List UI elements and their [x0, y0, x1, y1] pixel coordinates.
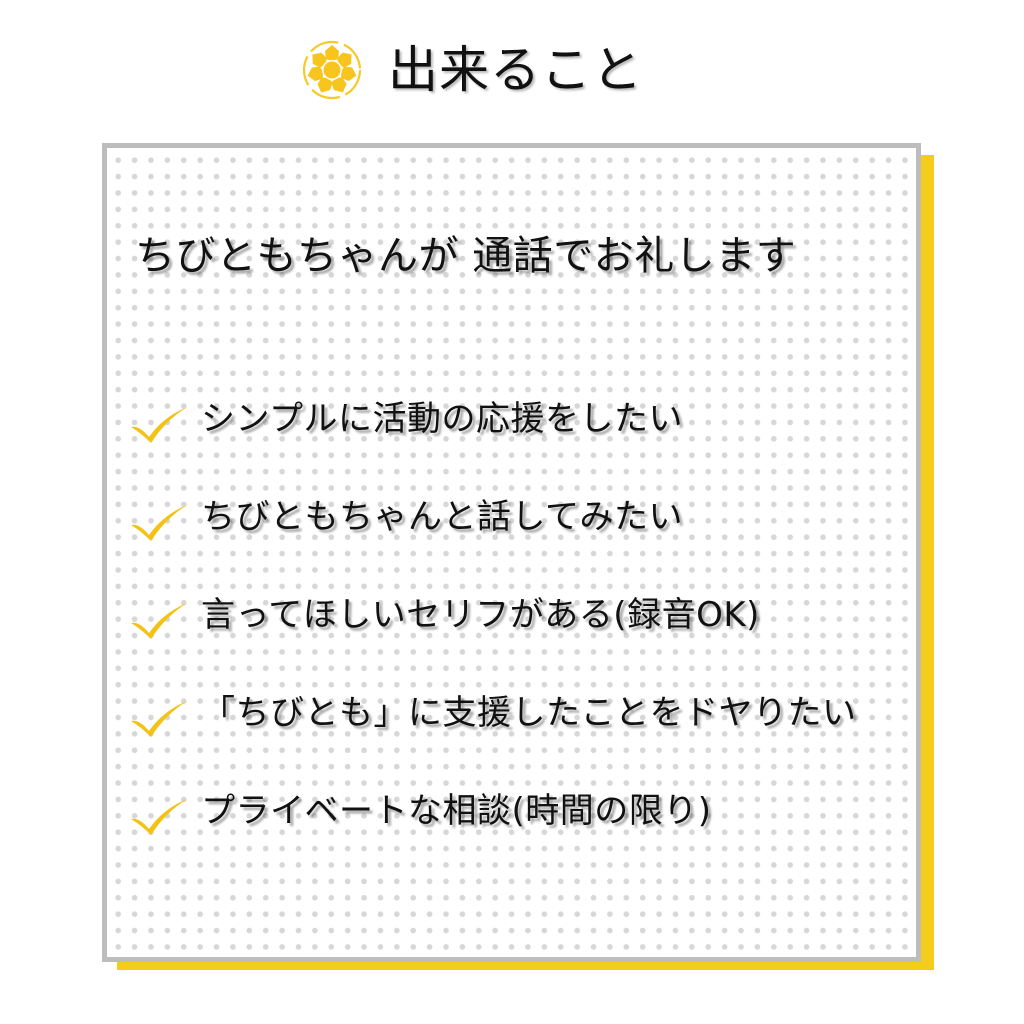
feature-list: シンプルに活動の応援をしたい ちびともちゃんと話してみたい 言ってほしいセリフが…: [129, 370, 909, 860]
list-item-label: ちびともちゃんと話してみたい: [201, 497, 683, 537]
list-item: シンプルに活動の応援をしたい: [129, 370, 909, 468]
check-icon: [131, 799, 187, 835]
list-item: 言ってほしいセリフがある(録音OK): [129, 566, 909, 664]
list-item: ちびともちゃんと話してみたい: [129, 468, 909, 566]
list-item-label: 言ってほしいセリフがある(録音OK): [201, 595, 760, 635]
check-icon: [131, 603, 187, 639]
check-icon: [131, 701, 187, 737]
list-item-label: 「ちびとも」に支援したことをドヤりたい: [201, 693, 857, 733]
check-icon: [131, 505, 187, 541]
check-icon: [131, 407, 187, 443]
list-item: プライベートな相談(時間の限り): [129, 762, 909, 860]
list-item: 「ちびとも」に支援したことをドヤりたい: [129, 664, 909, 762]
content-card: ちびともちゃんが 通話でお礼します シンプルに活動の応援をしたい ちびともちゃん…: [102, 143, 921, 962]
list-item-label: シンプルに活動の応援をしたい: [201, 399, 683, 439]
list-item-label: プライベートな相談(時間の限り): [201, 791, 712, 831]
page-title: 出来ること: [388, 41, 643, 99]
flower-icon: [302, 40, 362, 100]
card-headline: ちびともちゃんが 通話でお礼します: [135, 233, 797, 279]
